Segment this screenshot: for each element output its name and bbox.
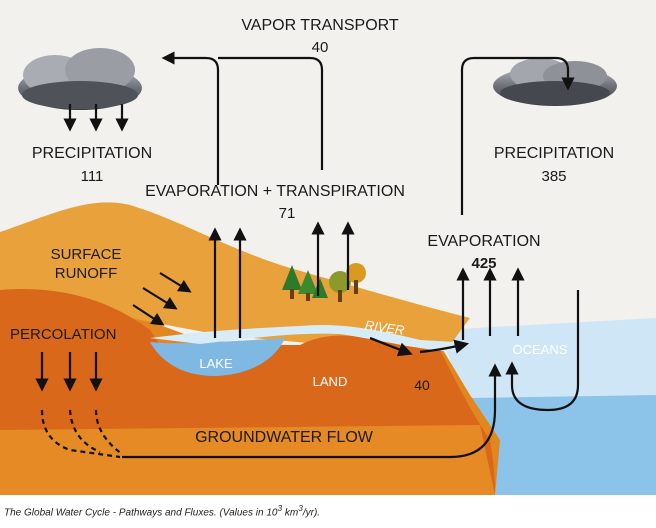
evaporation-ocean-label: EVAPORATION [427, 233, 540, 250]
ocean-precipitation-arrow [505, 290, 580, 412]
percolation-arrows [35, 352, 103, 392]
land-cloud [18, 48, 142, 110]
oceans-label: OCEANS [513, 342, 568, 357]
rain-arrows [63, 104, 129, 132]
groundwater-band [0, 425, 495, 495]
water-cycle-diagram: VAPOR TRANSPORT 40 PRECIPITATION 111 PRE… [0, 0, 656, 495]
upland-terrain [0, 202, 470, 345]
precipitation-ocean-value: 385 [541, 168, 566, 185]
evapotranspiration-arrows [208, 221, 355, 338]
vapor-transport-arrows [161, 51, 575, 215]
figure-caption: The Global Water Cycle - Pathways and Fl… [4, 503, 320, 518]
precipitation-ocean-label: PRECIPITATION [494, 145, 614, 162]
land-label: LAND [313, 374, 348, 389]
precipitation-land-value: 111 [81, 168, 104, 185]
evapotranspiration-label: EVAPORATION + TRANSPIRATION [145, 183, 405, 200]
tree-group [282, 263, 366, 302]
river-label: RIVER [364, 317, 405, 337]
ocean-cloud [493, 58, 617, 106]
groundwater-flow-arrows [40, 363, 502, 459]
groundwater-flow-label: GROUNDWATER FLOW [195, 429, 374, 446]
river-flow-arrows [369, 336, 470, 357]
surface-runoff-label: SURFACE [51, 246, 122, 263]
evapotranspiration-value: 71 [279, 205, 296, 222]
precipitation-land-label: PRECIPITATION [32, 145, 152, 162]
caption-unit: km [282, 507, 299, 519]
river-flux-value: 40 [414, 377, 430, 393]
surface-runoff-arrows [132, 272, 192, 326]
caption-prefix: The Global Water Cycle - Pathways and Fl… [4, 507, 278, 519]
ocean-deep [470, 395, 656, 495]
vapor-transport-label: VAPOR TRANSPORT [241, 17, 399, 34]
percolation-label: PERCOLATION [10, 326, 116, 343]
caption-suffix: /yr). [302, 507, 321, 519]
river-water [150, 324, 455, 352]
lake-label: LAKE [199, 356, 233, 371]
caption-exponent-2: 3 [298, 503, 303, 513]
caption-exponent-1: 3 [277, 503, 283, 513]
ocean-evaporation-arrows [456, 267, 525, 340]
surface-runoff-label-line2: RUNOFF [55, 265, 118, 282]
vapor-transport-value: 40 [312, 39, 329, 56]
evaporation-ocean-value: 425 [471, 255, 496, 272]
lake-water [150, 338, 285, 376]
